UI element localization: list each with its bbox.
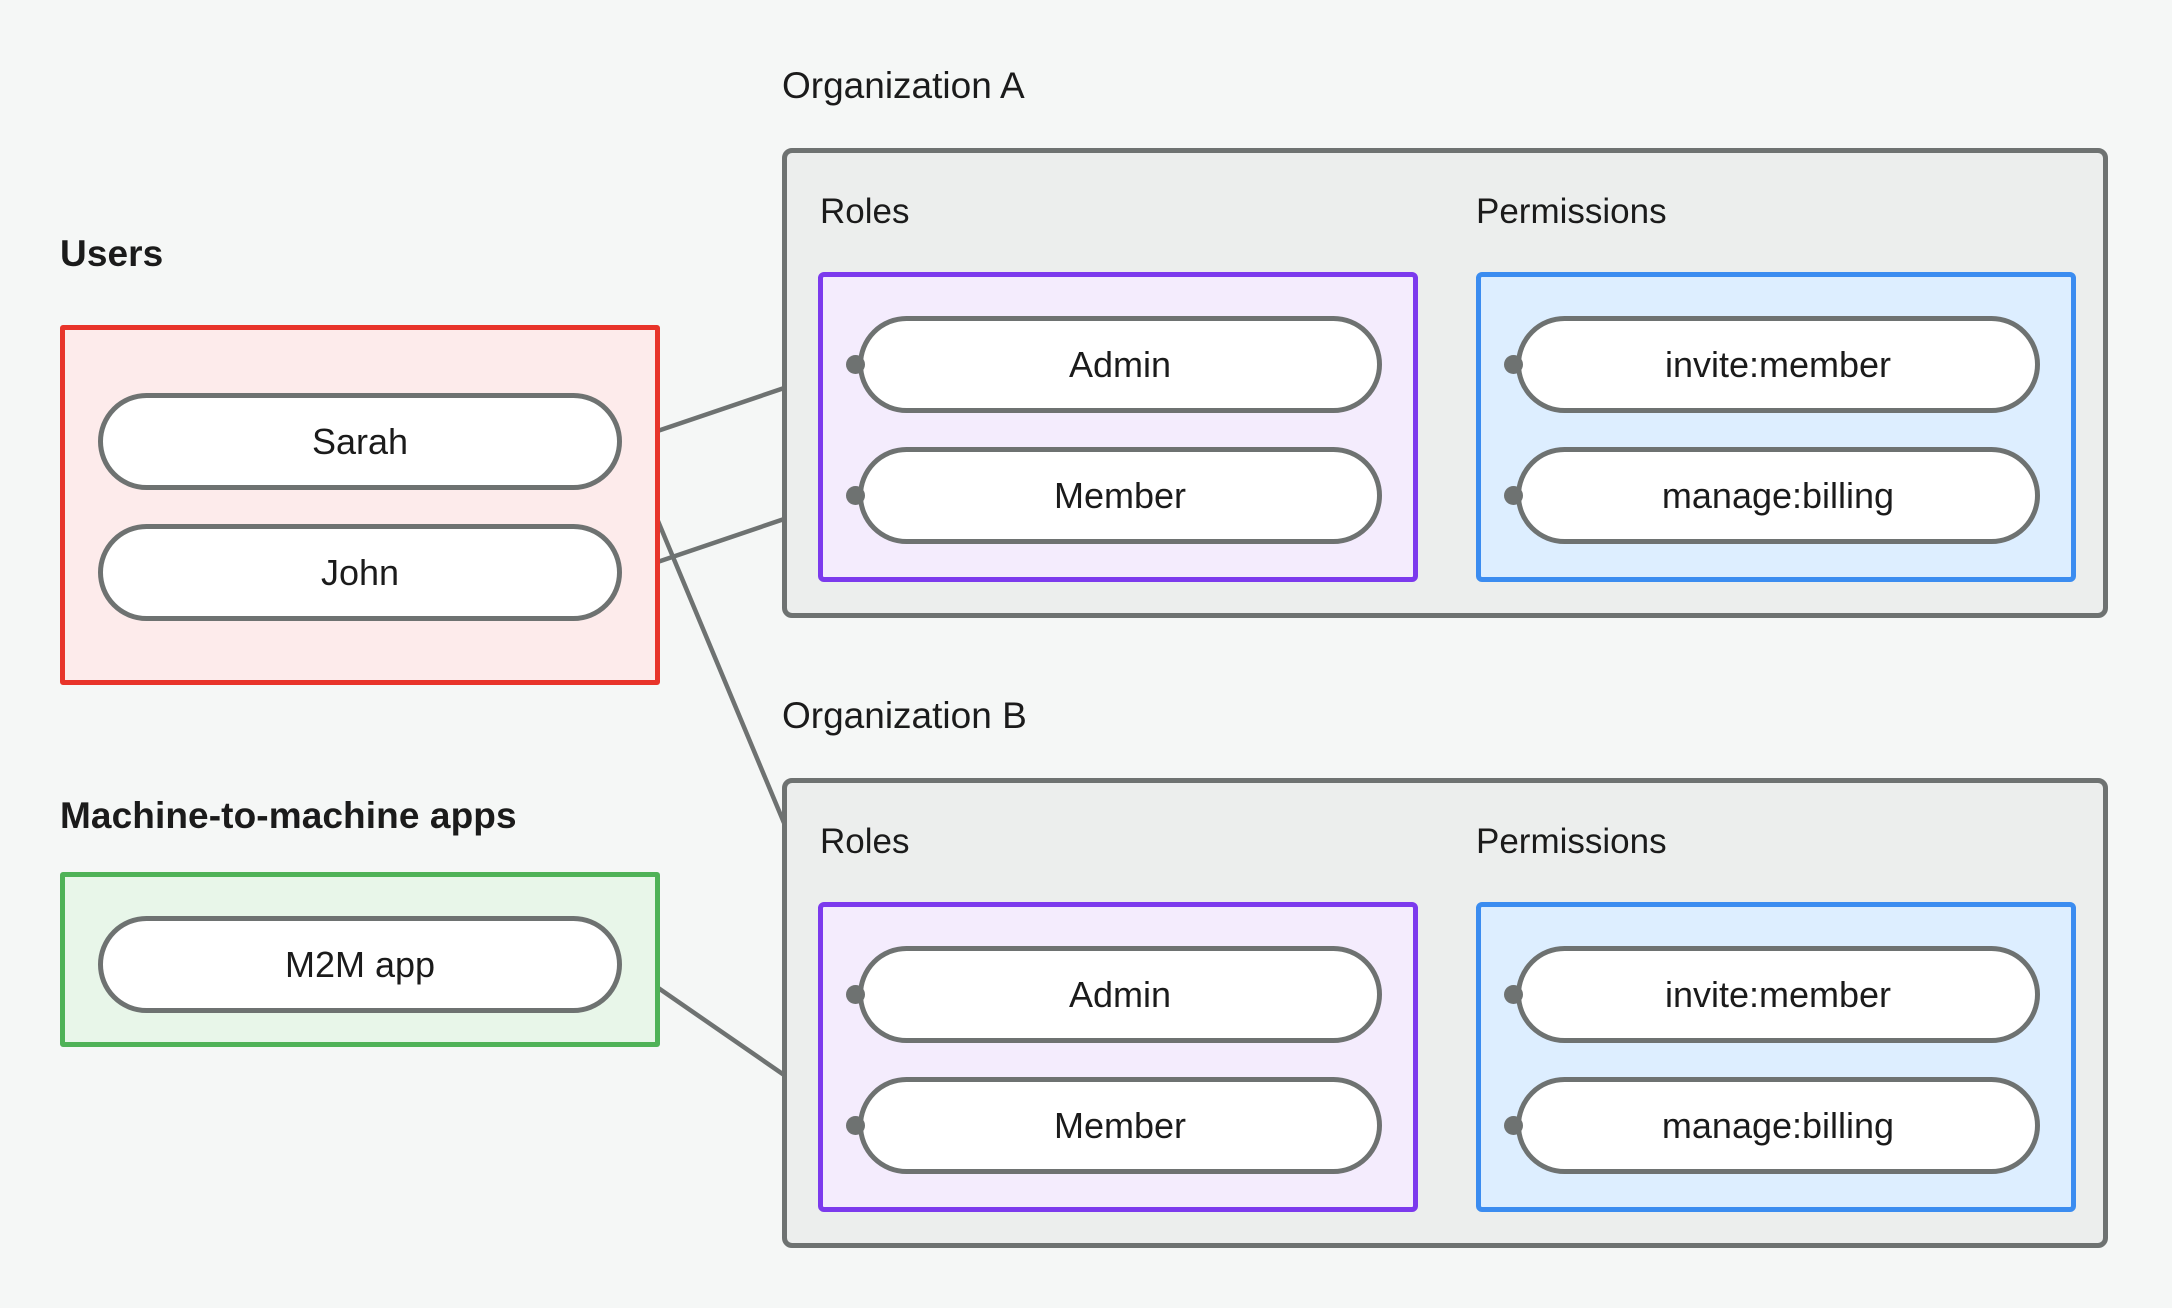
organization-b-roles-label: Roles — [820, 822, 910, 861]
organization-a-permission-manage-billing[interactable]: manage:billing — [1516, 447, 2040, 544]
organization-a-permission-invite-member-label: invite:member — [1664, 343, 1892, 385]
organization-b-permission-invite-member[interactable]: invite:member — [1516, 946, 2040, 1043]
organization-b-label: Organization B — [782, 695, 1027, 736]
organization-b-role-member-in-port — [846, 1116, 865, 1135]
users-container — [60, 325, 660, 685]
organization-b-permission-manage-billing[interactable]: manage:billing — [1516, 1077, 2040, 1174]
organization-a-label: Organization A — [782, 65, 1025, 106]
organization-a-permissions-label: Permissions — [1476, 192, 1667, 231]
organization-a-permission-manage-billing-in-port — [1504, 486, 1523, 505]
organization-a-permission-manage-billing-label: manage:billing — [1661, 474, 1895, 516]
user-node-john-label: John — [320, 551, 400, 593]
organization-b-role-member-label: Member — [1053, 1104, 1187, 1146]
organization-b-permission-invite-member-in-port — [1504, 985, 1523, 1004]
organization-b-role-admin[interactable]: Admin — [858, 946, 1382, 1043]
user-node-sarah-label: Sarah — [311, 420, 409, 462]
organization-a-role-member[interactable]: Member — [858, 447, 1382, 544]
organization-a-role-member-in-port — [846, 486, 865, 505]
m2m-node-app-label: M2M app — [284, 943, 436, 985]
organization-b-permission-manage-billing-in-port — [1504, 1116, 1523, 1135]
m2m-group-label: Machine-to-machine apps — [60, 795, 517, 836]
user-node-sarah[interactable]: Sarah — [98, 393, 622, 490]
organization-a-role-admin-label: Admin — [1068, 343, 1172, 385]
organization-a-role-member-label: Member — [1053, 474, 1187, 516]
organization-b-role-member[interactable]: Member — [858, 1077, 1382, 1174]
organization-b-role-admin-label: Admin — [1068, 973, 1172, 1015]
users-group-label: Users — [60, 233, 164, 274]
m2m-node-app[interactable]: M2M app — [98, 916, 622, 1013]
organization-a-roles-label: Roles — [820, 192, 910, 231]
organization-b-permission-manage-billing-label: manage:billing — [1661, 1104, 1895, 1146]
organization-a-permission-invite-member-in-port — [1504, 355, 1523, 374]
user-node-john[interactable]: John — [98, 524, 622, 621]
organization-a-role-admin-in-port — [846, 355, 865, 374]
organization-b-role-admin-in-port — [846, 985, 865, 1004]
organization-a-role-admin[interactable]: Admin — [858, 316, 1382, 413]
organization-a-permission-invite-member[interactable]: invite:member — [1516, 316, 2040, 413]
organization-b-permissions-label: Permissions — [1476, 822, 1667, 861]
organization-b-permission-invite-member-label: invite:member — [1664, 973, 1892, 1015]
